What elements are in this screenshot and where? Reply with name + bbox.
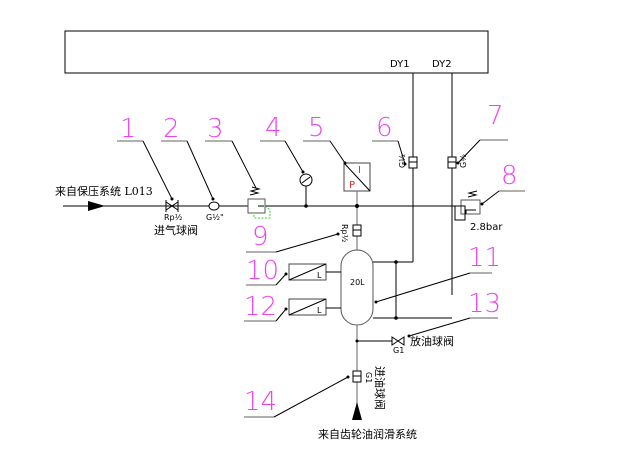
drain-ball-valve — [391, 336, 405, 346]
tank-inlet-valve — [352, 224, 362, 237]
svg-text:6: 6 — [376, 113, 393, 143]
bottom-inlet-arrow — [352, 402, 362, 420]
callout-1: 1 — [117, 114, 173, 200]
callout-3: 3 — [205, 114, 257, 189]
callout-10: 10 — [246, 256, 288, 286]
valve13-spec: G1 — [393, 346, 404, 355]
valve1-caption: 进气球阀 — [154, 223, 198, 237]
valve9-spec: Rp½ — [340, 224, 349, 243]
svg-text:7: 7 — [487, 101, 504, 131]
relief-valve-icon — [454, 190, 481, 221]
svg-text:1: 1 — [120, 114, 137, 144]
level-switch-lower: L — [288, 298, 341, 316]
valve14-caption: 进油球阀 — [373, 366, 387, 410]
control-box — [64, 30, 489, 74]
relief-setpoint: 2.8bar — [470, 222, 503, 233]
solenoid-valve-dy1 — [408, 156, 418, 169]
inlet-ball-valve — [165, 197, 179, 212]
signal-label-dy1: DY1 — [390, 59, 410, 70]
level-switch-upper: L — [288, 263, 341, 281]
callout-5: 5 — [303, 113, 347, 165]
pressure-transducer-icon: I P — [343, 162, 371, 206]
callout-13: 13 — [407, 289, 501, 338]
svg-text:13: 13 — [468, 289, 501, 319]
callout-11: 11 — [374, 243, 501, 304]
pressure-gauge-icon — [299, 173, 313, 208]
svg-text:L: L — [317, 306, 322, 315]
pressure-regulator-icon — [247, 186, 271, 219]
svg-text:2: 2 — [163, 114, 180, 144]
tank-capacity: 20L — [350, 278, 365, 287]
callout-14: 14 — [244, 375, 350, 418]
svg-text:5: 5 — [308, 113, 325, 143]
inlet-label: 来自保压系统 L013 — [55, 184, 153, 198]
svg-text:L: L — [317, 271, 322, 280]
bottom-inlet-label: 来自齿轮油润滑系统 — [318, 427, 417, 441]
callout-9: 9 — [246, 222, 340, 253]
svg-text:11: 11 — [468, 243, 501, 273]
callout-4: 4 — [260, 113, 305, 174]
callout-12: 12 — [244, 292, 288, 322]
orifice-spec: G½" — [206, 213, 224, 222]
check-orifice-icon — [208, 201, 220, 211]
svg-text:9: 9 — [252, 222, 269, 252]
inlet-arrow — [88, 201, 105, 211]
callout-2: 2 — [161, 114, 214, 200]
svg-text:10: 10 — [246, 256, 279, 286]
callout-8: 8 — [480, 161, 525, 206]
svg-text:3: 3 — [207, 114, 224, 144]
svg-text:4: 4 — [265, 113, 282, 143]
svg-text:14: 14 — [244, 387, 277, 417]
signal-label-dy2: DY2 — [432, 59, 452, 70]
callout-7: 7 — [456, 101, 508, 165]
valve13-caption: 放油球阀 — [410, 334, 454, 348]
callout-6: 6 — [372, 113, 407, 166]
inlet-oil-ball-valve — [352, 370, 362, 383]
solenoid-valve-dy2 — [447, 156, 457, 169]
oil-tank — [340, 249, 374, 326]
valve6-spec: G½ — [398, 154, 407, 168]
svg-text:12: 12 — [244, 292, 277, 322]
svg-text:8: 8 — [501, 161, 518, 191]
svg-text:I: I — [358, 165, 361, 176]
valve1-spec: Rp½ — [164, 213, 183, 222]
svg-text:P: P — [349, 180, 355, 191]
valve14-spec: G1 — [364, 372, 373, 383]
valve7-spec: G½ — [459, 154, 468, 168]
